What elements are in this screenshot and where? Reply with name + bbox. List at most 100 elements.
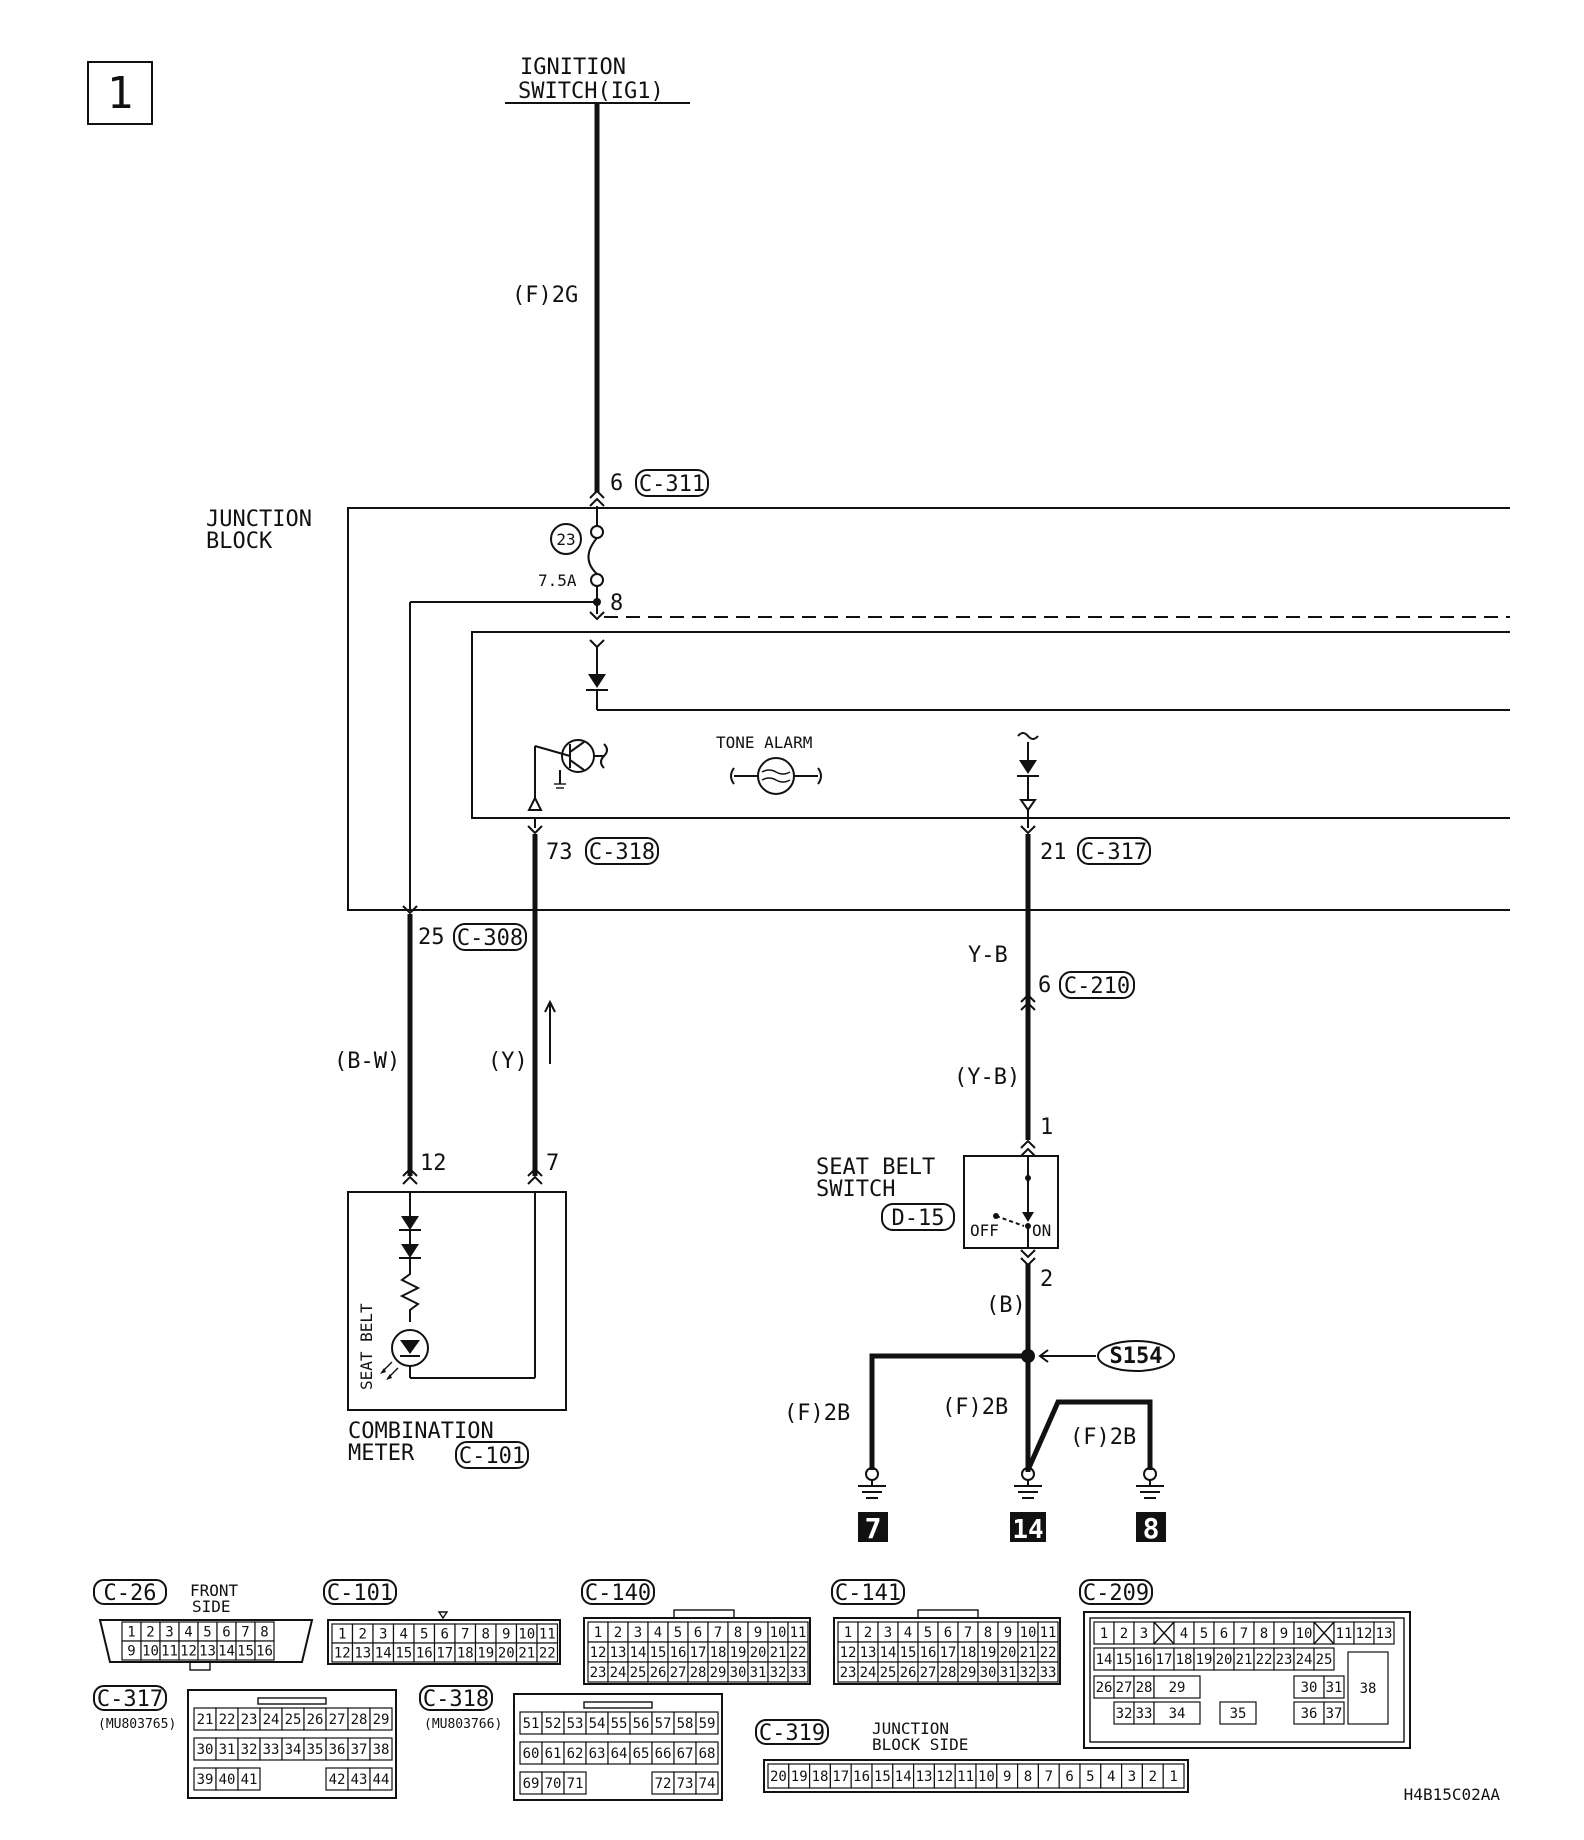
connector-pin-label: 55 [611,1716,628,1732]
connector-pin-label: 23 [590,1665,607,1681]
connector-pin-label: 19 [1196,1652,1213,1668]
connector-pin-label: 11 [790,1625,807,1641]
connector-pin-label: 5 [420,1627,428,1643]
connector-pin-label: 29 [373,1712,390,1728]
svg-text:6: 6 [1038,973,1051,998]
connector-pin-label: 32 [1116,1706,1133,1722]
connector-pin [254,1640,275,1661]
connector-pin-label: 9 [502,1627,510,1643]
connector-pin-label: 1 [1100,1626,1108,1642]
connector-pin-label: 72 [655,1776,672,1792]
connector-pin-label: 37 [1326,1706,1343,1722]
connector-pin-label: 11 [957,1769,974,1785]
fuse-number: 23 [556,530,575,549]
connector-pin-label: 13 [199,1644,216,1660]
connector-pin-label: 3 [379,1627,387,1643]
connector-pin-label: 13 [610,1645,627,1661]
connector-pin-label: 21 [1020,1645,1037,1661]
connector-pin-label: 32 [770,1665,787,1681]
connector-pin-label: 9 [1280,1626,1288,1642]
connector-pin-label: 9 [754,1625,762,1641]
connector-pin-label: 26 [307,1712,324,1728]
connector-pin-label: 68 [699,1746,716,1762]
connector-pin-label: 1 [844,1625,852,1641]
connector-pin-label: 14 [880,1645,897,1661]
connector-pin-label: 11 [1336,1626,1353,1642]
connector-pin-label: 15 [650,1645,667,1661]
connector-pin-label: 64 [611,1746,628,1762]
connector-pin-label: 29 [1169,1680,1186,1696]
pin-meter-12: 12 [402,1151,447,1185]
connector-pin-label: 4 [1107,1769,1115,1785]
wire-label-b: (B) [986,1293,1026,1318]
connector-pin-label: 9 [127,1644,135,1660]
connector-pin-label: 14 [375,1646,392,1662]
connector-pin-label: 6 [441,1627,449,1643]
connector-pin-label: 17 [832,1769,849,1785]
seat-belt-lamp-circuit [380,1192,536,1380]
connector-pin [1153,1701,1201,1725]
connector-pin-label: 17 [1156,1652,1173,1668]
wire-label-yb: Y-B [968,943,1008,968]
wire-label-bw: (B-W) [334,1049,400,1074]
seat-belt-switch-line2: SWITCH [816,1177,895,1202]
connector-pin-label: 10 [1296,1626,1313,1642]
connector-pin-label: 37 [351,1742,368,1758]
connector-pin-label: 58 [677,1716,694,1732]
connector-pin-label: 16 [853,1769,870,1785]
connector-pin-label: 4 [904,1625,912,1641]
connector-pin-label: 4 [1180,1626,1188,1642]
connector-pin-label: 5 [203,1625,211,1641]
connector-pin-label: 16 [1136,1652,1153,1668]
connector-pin-label: 21 [1236,1652,1253,1668]
connector-pin-label: 42 [329,1772,346,1788]
connector-pin-label: 15 [874,1769,891,1785]
conn-c317-part: (MU803765) [98,1717,176,1732]
connector-pin-label: 33 [1040,1665,1057,1681]
connector-pin-label: 20 [1000,1645,1017,1661]
page-number: 1 [107,68,134,119]
connector-pin-label: 31 [219,1742,236,1758]
connector-pin-label: 22 [1040,1645,1057,1661]
connector-pin-label: 10 [978,1769,995,1785]
conn-c319-side2: BLOCK SIDE [872,1735,968,1754]
connector-pin-label: 30 [1301,1680,1318,1696]
connector-pin [695,1741,719,1765]
connector-label-c308: C-308 [457,926,523,951]
connector-pin-label: 10 [518,1627,535,1643]
connector-pin-label: 29 [710,1665,727,1681]
connector-pin-label: 5 [674,1625,682,1641]
connector-pin-label: 25 [285,1712,302,1728]
pin-c317: 21 C-317 [1020,825,1151,865]
connector-pin [1323,1701,1345,1725]
connector-pin-label: 26 [650,1665,667,1681]
connector-pin-label: 27 [1116,1680,1133,1696]
connector-pin-label: 2 [359,1627,367,1643]
connector-pin-label: 28 [690,1665,707,1681]
connector-pin-label: 28 [351,1712,368,1728]
connector-pin-label: 3 [1128,1769,1136,1785]
conn-c140-title: C-140 [585,1581,651,1606]
connector-pin-label: 11 [539,1627,556,1643]
connector-pin-label: 18 [457,1646,474,1662]
connector-pin-label: 7 [714,1625,722,1641]
connector-pin-label: 21 [770,1645,787,1661]
connector-label-c311: C-311 [639,472,705,497]
switch-on-label: ON [1032,1221,1051,1240]
connector-pin-label: 15 [395,1646,412,1662]
connector-label-d15: D-15 [892,1206,945,1231]
connector-pin [1219,1701,1257,1725]
svg-text:1: 1 [1040,1115,1053,1140]
connector-pin-label: 39 [197,1772,214,1788]
connector-pin-label: 16 [256,1644,273,1660]
connector-pin-label: 54 [589,1716,606,1732]
connector-pin-label: 10 [1020,1625,1037,1641]
connector-pin [1162,1763,1185,1789]
transistor-icon [527,739,608,811]
connector-pin-label: 7 [1240,1626,1248,1642]
connector-pin-label: 63 [589,1746,606,1762]
